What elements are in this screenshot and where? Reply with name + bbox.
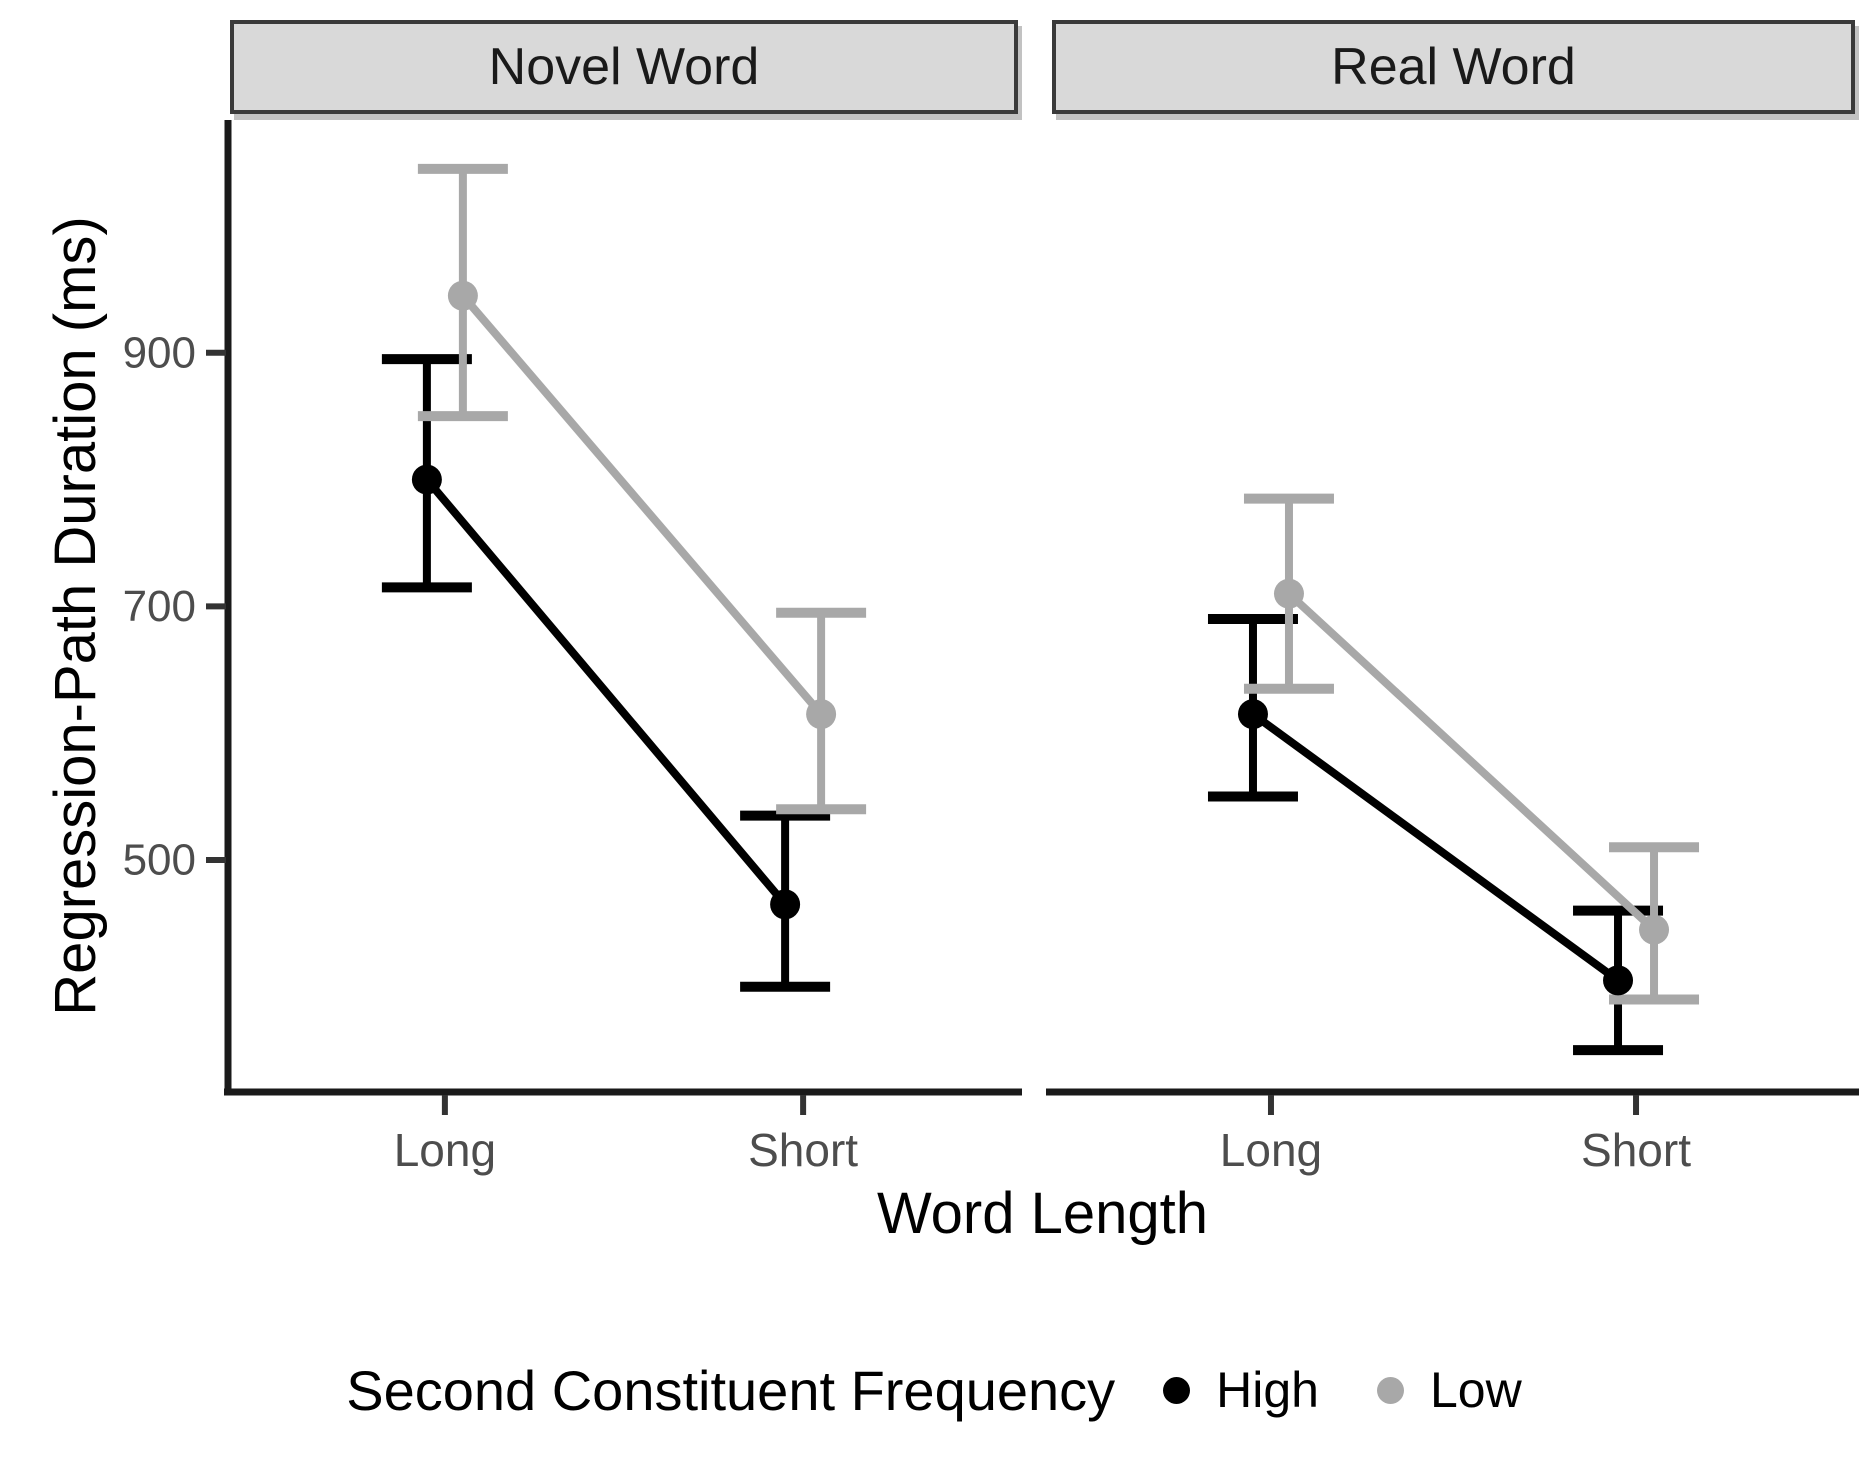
legend: Second Constituent Frequency High Low — [0, 1330, 1868, 1450]
facet-header-novel-word: Novel Word — [230, 20, 1018, 114]
data-point — [1639, 914, 1670, 945]
legend-title: Second Constituent Frequency — [346, 1358, 1116, 1422]
data-point — [1603, 965, 1634, 996]
x-tick-label: Short — [748, 1124, 858, 1176]
series-line — [459, 293, 825, 717]
legend-label-low: Low — [1430, 1362, 1522, 1418]
facet-header-label: Novel Word — [488, 38, 760, 96]
data-point — [411, 464, 442, 495]
series-line — [1286, 590, 1657, 933]
legend-item-high: High — [1163, 1361, 1319, 1419]
x-tick-label: Long — [394, 1124, 496, 1176]
series-line — [1250, 710, 1621, 984]
data-point — [1237, 699, 1268, 730]
x-tick-label: Short — [1581, 1124, 1691, 1176]
y-tick-label: 500 — [123, 835, 196, 884]
data-point — [770, 889, 801, 920]
y-tick-label: 700 — [123, 582, 196, 631]
y-tick-label: 900 — [123, 328, 196, 377]
data-point — [447, 280, 478, 311]
low-dot-icon — [1377, 1376, 1404, 1404]
series-line — [423, 476, 789, 907]
legend-item-low: Low — [1377, 1361, 1522, 1419]
facet-header-real-word: Real Word — [1052, 20, 1855, 114]
data-point — [1273, 578, 1304, 609]
legend-label-high: High — [1216, 1362, 1319, 1418]
facet-header-label: Real Word — [1331, 38, 1576, 96]
x-tick-label: Long — [1220, 1124, 1322, 1176]
data-point — [806, 699, 837, 730]
high-dot-icon — [1163, 1376, 1191, 1404]
x-axis-title: Word Length — [876, 1181, 1209, 1246]
